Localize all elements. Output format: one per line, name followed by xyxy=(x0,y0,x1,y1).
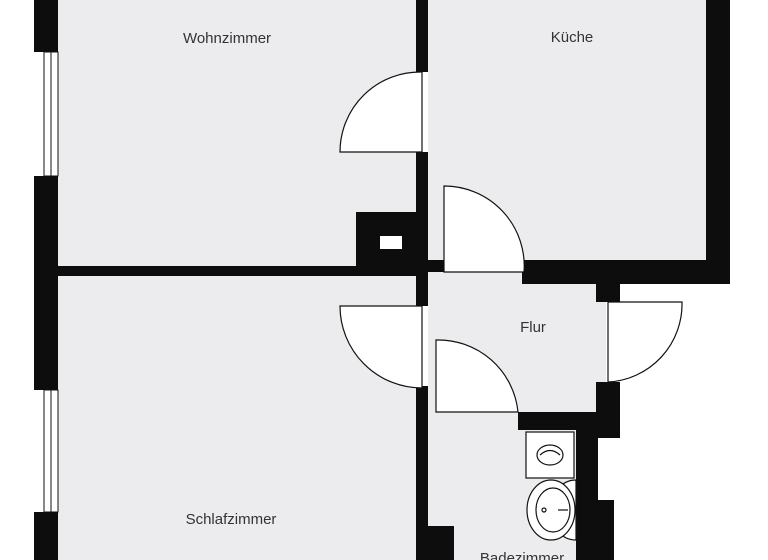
wall-bad-left-thick xyxy=(416,526,454,560)
wall-schlaf-bad-top xyxy=(416,276,428,306)
outer-wall-left-bottom xyxy=(34,512,58,560)
wall-kueche-bottom xyxy=(522,260,730,284)
room-label-schlafzimmer: Schlafzimmer xyxy=(186,511,277,528)
wall-schlaf-bad xyxy=(416,386,428,560)
outer-wall-left-top xyxy=(34,0,58,52)
wall-bad-right xyxy=(576,430,598,560)
washbasin-icon xyxy=(526,479,577,541)
room-label-badezimmer: Badezimmer xyxy=(480,550,564,560)
room-label-flur: Flur xyxy=(520,319,546,336)
chimney-icon xyxy=(380,236,402,249)
window-icon xyxy=(43,51,59,513)
wall-kueche-bottom-left xyxy=(428,260,444,272)
outer-wall-left-mid xyxy=(34,176,58,390)
toilet-icon xyxy=(525,431,575,479)
wall-flur-corner xyxy=(596,260,620,302)
walls xyxy=(34,0,730,560)
wall-wohn-kueche-top xyxy=(416,0,428,72)
wall-bad-right-outer xyxy=(598,500,614,560)
room-label-wohnzimmer: Wohnzimmer xyxy=(183,30,271,47)
room-label-kueche: Küche xyxy=(551,29,594,46)
wall-kueche-right xyxy=(706,0,730,284)
wall-bad-top xyxy=(518,412,616,430)
door-swing-icon xyxy=(339,71,683,413)
wall-wohn-kueche-low xyxy=(416,152,428,276)
wall-wohn-schlaf xyxy=(58,266,428,276)
